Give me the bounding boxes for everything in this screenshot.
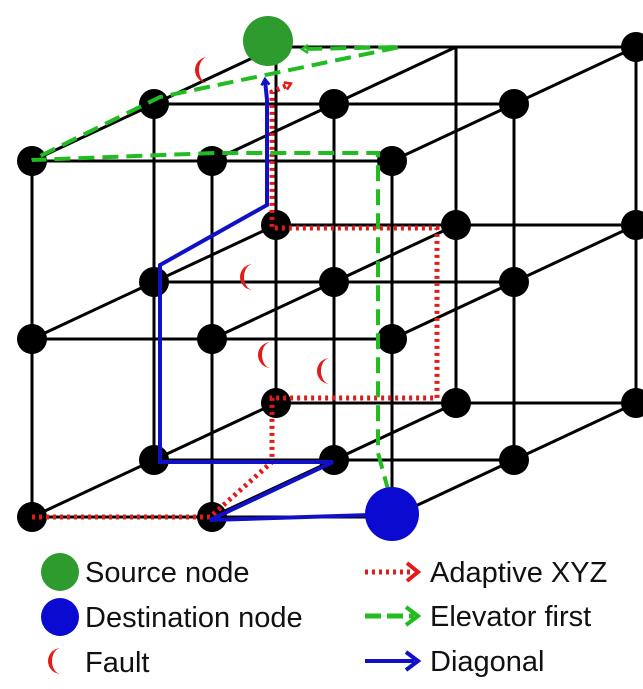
mesh-node — [621, 32, 643, 62]
mesh-node — [621, 210, 643, 240]
elevator-first-path — [31, 47, 401, 516]
mesh-node — [377, 146, 407, 176]
faults — [195, 57, 330, 384]
mesh-node — [377, 324, 407, 354]
mesh-node — [499, 89, 529, 119]
fault-icon — [195, 57, 208, 83]
source-node — [243, 16, 293, 66]
legend-destination-icon — [41, 598, 79, 636]
mesh-node — [197, 324, 227, 354]
mesh-link — [513, 401, 637, 462]
mesh-link — [153, 223, 277, 284]
destination-node — [365, 487, 419, 541]
mesh-node — [261, 210, 291, 240]
mesh-link — [391, 102, 515, 163]
mesh-node — [17, 324, 47, 354]
legend-elevator-label: Elevator first — [430, 601, 591, 633]
mesh-node — [499, 445, 529, 475]
legend-fault-icon — [48, 648, 61, 674]
mesh-nodes — [17, 32, 643, 532]
mesh-node — [319, 89, 349, 119]
mesh-node — [139, 89, 169, 119]
adaptive-xyz-path — [32, 84, 440, 520]
mesh-node — [139, 267, 169, 297]
mesh-node — [441, 210, 471, 240]
mesh-node — [621, 388, 643, 418]
mesh-link — [513, 223, 637, 284]
mesh-node — [261, 388, 291, 418]
legend-destination-label: Destination node — [85, 602, 303, 634]
mesh-link — [513, 45, 637, 106]
fault-icon — [240, 264, 253, 290]
legend-elevator-arrowhead — [404, 605, 422, 627]
legend-diagonal-label: Diagonal — [430, 646, 544, 678]
mesh-link — [333, 401, 457, 462]
mesh-link — [211, 280, 335, 341]
legend-source-icon — [41, 553, 79, 591]
diagonal-path — [158, 80, 371, 522]
mesh-node — [197, 146, 227, 176]
mesh-node — [319, 445, 349, 475]
fault-icon — [317, 358, 330, 384]
fault-icon — [258, 342, 271, 368]
legend-adaptive-label: Adaptive XYZ — [430, 557, 607, 589]
mesh-link — [391, 280, 515, 341]
legend-fault-label: Fault — [85, 647, 149, 679]
mesh-node — [441, 388, 471, 418]
mesh-link — [31, 458, 155, 519]
legend: Source node Destination node Fault Adapt… — [41, 553, 607, 679]
mesh-link — [333, 45, 457, 106]
mesh-node — [499, 267, 529, 297]
legend-source-label: Source node — [85, 557, 249, 589]
mesh-link — [153, 401, 277, 462]
legend-adaptive-arrowhead — [405, 561, 422, 583]
mesh-node — [319, 267, 349, 297]
legend-diagonal-arrowhead — [404, 650, 422, 672]
mesh-link — [31, 280, 155, 341]
mesh-link — [333, 223, 457, 284]
